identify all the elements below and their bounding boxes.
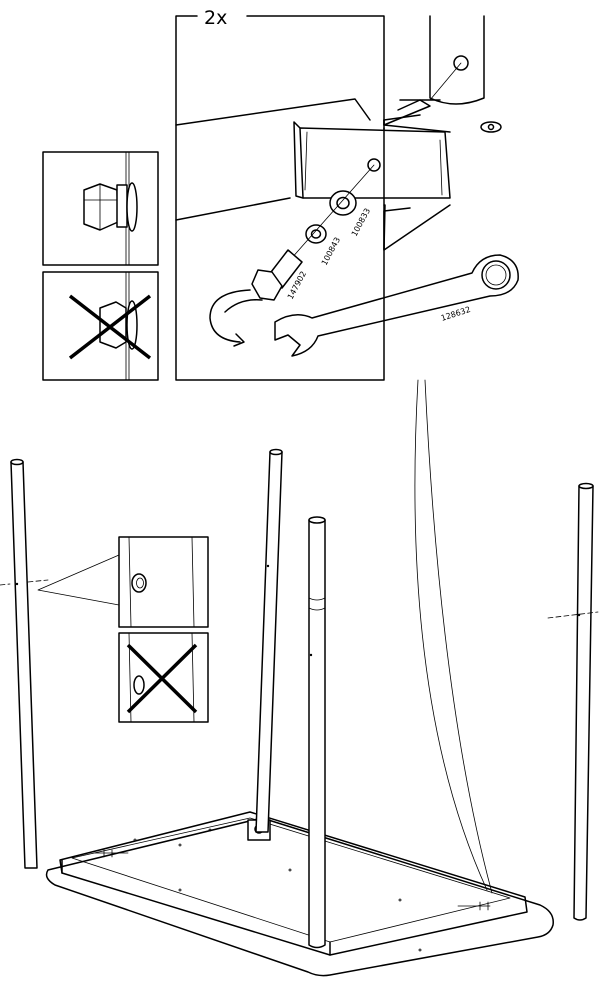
cross-mark-icon — [68, 294, 152, 360]
table-leg-right — [547, 482, 599, 921]
table-leg-back — [255, 448, 283, 833]
leg-hole-correct-box — [118, 536, 209, 628]
bolt-correct-box — [42, 151, 159, 266]
table-top — [45, 811, 554, 977]
quantity-label: 2x — [204, 7, 227, 29]
detail-box: 2x 147902 10 — [175, 7, 519, 381]
detail-callout-leader — [414, 379, 493, 894]
wrench — [274, 254, 519, 357]
rotate-arrow-icon — [209, 289, 251, 343]
cross-mark-icon — [126, 643, 198, 714]
table-leg-front — [308, 516, 326, 949]
leg-hole-incorrect-box — [118, 632, 209, 723]
leg-callout-leader — [37, 554, 120, 606]
part-number-wrench: 128632 — [440, 305, 472, 323]
bolt-incorrect-box — [42, 271, 159, 381]
table-leg-left — [0, 458, 49, 869]
